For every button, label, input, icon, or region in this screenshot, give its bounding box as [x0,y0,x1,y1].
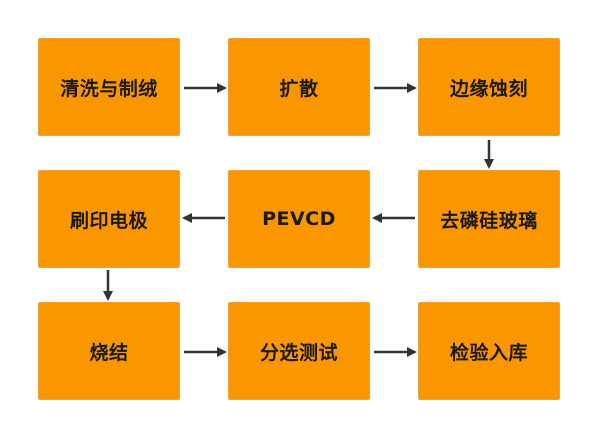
step-label: PEVCD [262,208,336,230]
step-print-electrode: 刷印电极 [38,170,180,268]
step-cleaning-texturing: 清洗与制绒 [38,38,180,136]
step-label: 边缘蚀刻 [449,77,528,100]
step-edge-etching: 边缘蚀刻 [418,38,560,136]
step-label: 扩散 [279,77,319,100]
step-remove-psg: 去磷硅玻璃 [418,170,560,268]
step-sorting-testing: 分选测试 [228,302,370,400]
step-sintering: 烧结 [38,302,180,400]
step-diffusion: 扩散 [228,38,370,136]
step-label: 分选测试 [259,341,338,364]
step-label: 清洗与制绒 [60,77,158,100]
step-inspection-storage: 检验入库 [418,302,560,400]
step-pevcd: PEVCD [228,170,370,268]
step-label: 烧结 [89,341,129,364]
step-label: 去磷硅玻璃 [440,209,538,232]
step-label: 检验入库 [449,341,528,364]
step-label: 刷印电极 [69,209,148,232]
